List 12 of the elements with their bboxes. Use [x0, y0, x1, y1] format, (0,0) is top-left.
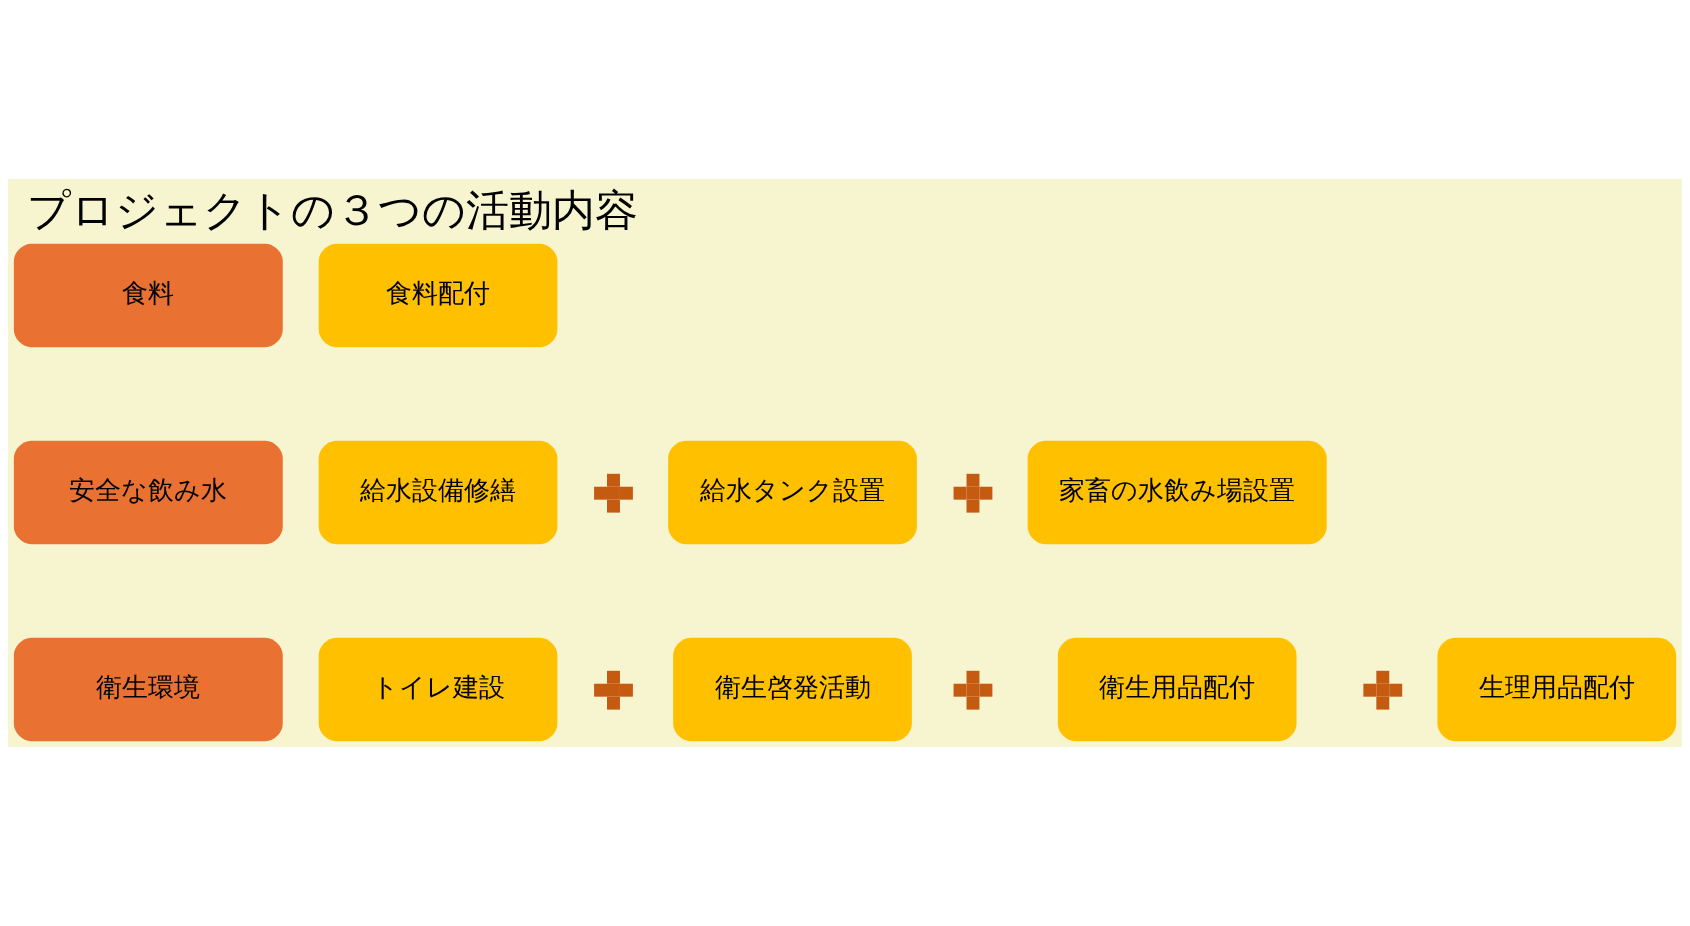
node-box: 給水設備修繕 — [318, 440, 558, 545]
node-box: 生理用品配付 — [1437, 637, 1677, 742]
diagram-title: プロジェクトの３つの活動内容 — [26, 185, 638, 236]
node-box: 衛生環境 — [13, 637, 283, 742]
node-box: 衛生啓発活動 — [673, 637, 912, 742]
node-box: 食料 — [13, 243, 283, 348]
node-box: 食料配付 — [318, 243, 558, 348]
node-box: 安全な飲み水 — [13, 440, 283, 545]
node-box: 給水タンク設置 — [668, 440, 917, 545]
node-box: 衛生用品配付 — [1057, 637, 1297, 742]
node-box: トイレ建設 — [318, 637, 558, 742]
node-box: 家畜の水飲み場設置 — [1027, 440, 1327, 545]
